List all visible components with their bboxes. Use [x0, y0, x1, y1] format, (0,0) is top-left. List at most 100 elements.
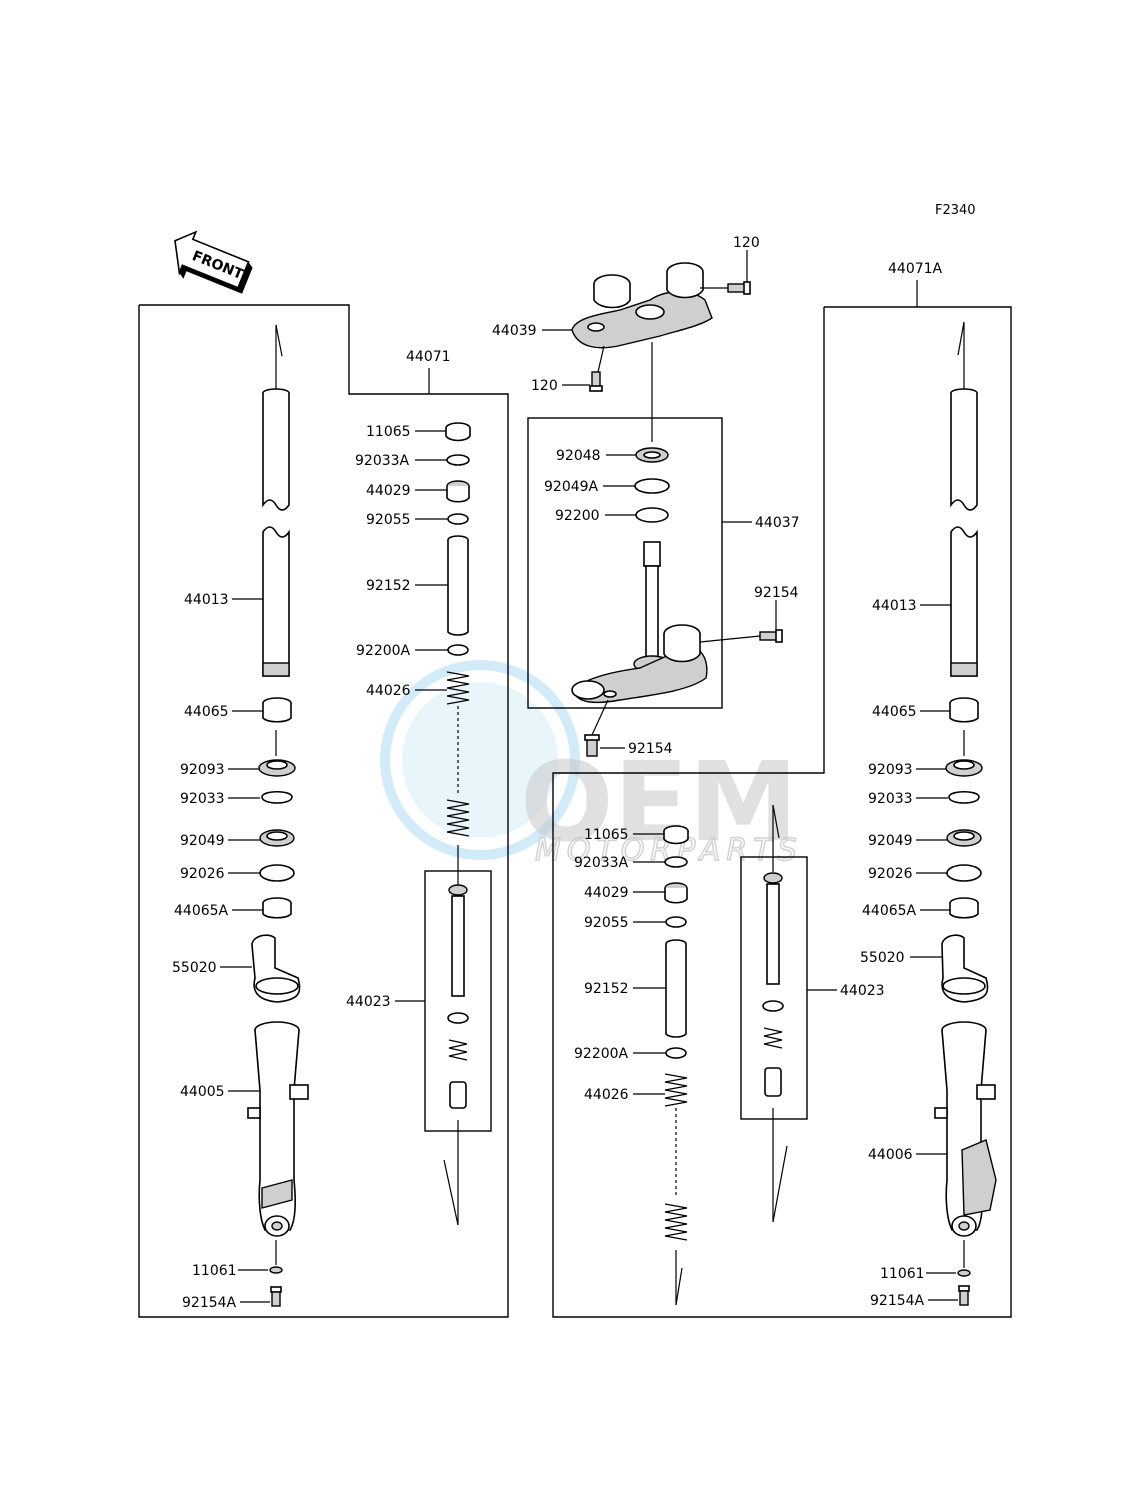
label-92154-top: 92154	[754, 585, 799, 601]
oil-seal-92049-left	[259, 829, 295, 847]
collar-92152-left	[447, 535, 469, 636]
label-92200: 92200	[555, 508, 600, 524]
dust-seal-92093-left	[258, 759, 296, 777]
left-fork-frame	[138, 304, 509, 1318]
label-92033A-right: 92033A	[574, 855, 629, 871]
ring-92200	[635, 507, 669, 523]
label-55020-right: 55020	[860, 950, 905, 966]
steering-stem-frame	[527, 417, 723, 709]
label-44065A-right: 44065A	[862, 903, 917, 919]
left-fork-assembly-label: 44071	[406, 349, 451, 365]
washer-92026-left	[259, 864, 295, 882]
watermark: OEM MOTORPARTS	[380, 660, 798, 869]
bolt-92154a-right	[958, 1285, 970, 1306]
label-120-bottom: 120	[531, 378, 558, 394]
label-44026-right: 44026	[584, 1087, 629, 1103]
seal-92049a	[634, 478, 670, 494]
label-44006-right: 44006	[868, 1147, 913, 1163]
oring-92055-left	[447, 513, 469, 525]
label-92048: 92048	[556, 448, 601, 464]
oring-92055-right	[665, 916, 687, 928]
label-44065-left: 44065	[184, 704, 229, 720]
cap-bolt-11065-right	[663, 825, 689, 845]
label-11061-right: 11061	[880, 1266, 925, 1282]
oil-seal-92049-right	[946, 829, 982, 847]
right-fork-assembly-label: 44071A	[888, 261, 943, 277]
bolt-icon	[589, 371, 603, 392]
label-92152-left: 92152	[366, 578, 411, 594]
label-92033A-left: 92033A	[355, 453, 410, 469]
label-92152-right: 92152	[584, 981, 629, 997]
label-11061-left: 11061	[192, 1263, 237, 1279]
label-44065A-left: 44065A	[174, 903, 229, 919]
cartridge-44023-left	[447, 884, 469, 1109]
steering-stem-assembly-label: 44037	[755, 515, 800, 531]
washer-92026-right	[946, 864, 982, 882]
inner-tube-44013-left	[262, 388, 290, 677]
right-fork-frame	[552, 306, 1012, 1318]
label-92049-right: 92049	[868, 833, 913, 849]
label-55020-left: 55020	[172, 960, 217, 976]
label-44029-left: 44029	[366, 483, 411, 499]
bearing-92048	[635, 447, 669, 463]
label-92026-right: 92026	[868, 866, 913, 882]
label-92093-left: 92093	[180, 762, 225, 778]
label-92200A-left: 92200A	[356, 643, 411, 659]
label-92154-bottom: 92154	[628, 741, 673, 757]
label-44065-right: 44065	[872, 704, 917, 720]
upper-triple-clamp	[571, 262, 713, 349]
label-92033-left: 92033	[180, 791, 225, 807]
label-92033-right: 92033	[868, 791, 913, 807]
label-44013-left: 44013	[184, 592, 229, 608]
figure-code: F2340	[935, 203, 976, 218]
oring-92033a-left	[446, 454, 470, 466]
circlip-92033-right	[948, 790, 980, 804]
label-44029-right: 44029	[584, 885, 629, 901]
label-92154A-right: 92154A	[870, 1293, 925, 1309]
collar-92152-right	[665, 939, 687, 1038]
front-arrow-icon: FRONT	[174, 230, 253, 294]
washer-92200a-right	[665, 1047, 687, 1059]
bolt-icon	[759, 629, 783, 643]
bolt-92154a-left	[270, 1286, 282, 1307]
spring-44026-right	[664, 1073, 688, 1241]
fork-guard-55020-right	[941, 934, 989, 1003]
label-92049A: 92049A	[544, 479, 599, 495]
bushing-44065a-right	[949, 897, 979, 919]
label-44039: 44039	[492, 323, 537, 339]
washer-92200a-left	[447, 644, 469, 656]
watermark-brand: OEM	[520, 738, 798, 866]
label-44023-left: 44023	[346, 994, 391, 1010]
label-44026-left: 44026	[366, 683, 411, 699]
cap-bolt-11065-left	[445, 422, 471, 442]
adjuster-44029-right	[664, 882, 688, 904]
spring-44026-left	[446, 671, 470, 837]
cartridge-44023-right	[762, 872, 784, 1097]
label-92154A-left: 92154A	[182, 1295, 237, 1311]
circlip-92033-left	[261, 790, 293, 804]
oring-92033a-right	[664, 856, 688, 868]
label-92026-left: 92026	[180, 866, 225, 882]
bolt-icon	[584, 734, 600, 757]
steering-stem	[571, 541, 708, 704]
label-92055-right: 92055	[584, 915, 629, 931]
label-11065-right: 11065	[584, 827, 629, 843]
label-44013-right: 44013	[872, 598, 917, 614]
watermark-globe	[402, 682, 558, 838]
dust-seal-92093-right	[945, 759, 983, 777]
adjuster-44029-left	[446, 480, 470, 503]
watermark-globe-ring	[380, 660, 580, 860]
bushing-44065-left	[262, 697, 292, 723]
bolt-icon	[727, 281, 751, 295]
right-cartridge-frame	[740, 856, 808, 1120]
outer-tube-44005-left	[247, 1021, 309, 1237]
label-92049-left: 92049	[180, 833, 225, 849]
bushing-44065a-left	[262, 897, 292, 919]
label-92200A-right: 92200A	[574, 1046, 629, 1062]
label-44005-left: 44005	[180, 1084, 225, 1100]
label-92093-right: 92093	[868, 762, 913, 778]
label-120-top: 120	[733, 235, 760, 251]
outer-tube-44006-right	[934, 1021, 997, 1237]
washer-11061-left	[269, 1266, 283, 1274]
